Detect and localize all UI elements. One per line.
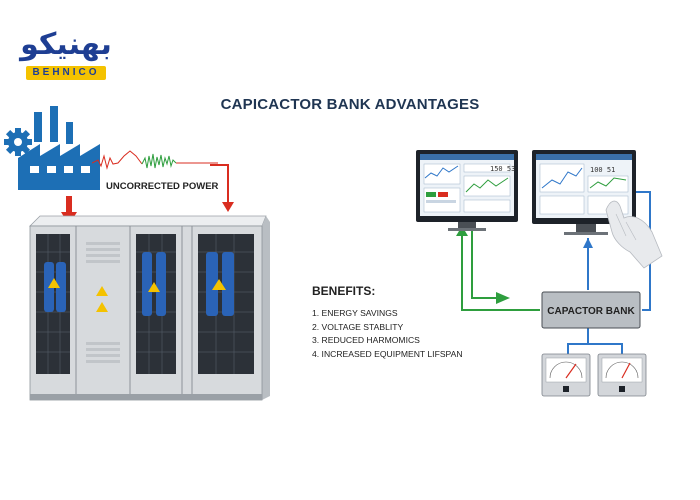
uncorrected-power-label: UNCORRECTED POWER bbox=[106, 181, 219, 192]
down-arrow-icon bbox=[222, 202, 234, 212]
right-arrow-icon bbox=[496, 292, 510, 304]
benefits-heading: BENEFITS: bbox=[312, 284, 376, 298]
green-signal-line bbox=[461, 228, 540, 311]
benefit-item: 2. VOLTAGE STABLITY bbox=[312, 321, 404, 332]
gloved-hand-icon bbox=[605, 200, 663, 269]
capacitor-bank-box: CAPACTOR BANK bbox=[541, 291, 641, 329]
benefits-block: BENEFITS: 1. ENERGY SAVINGS 2. VOLTAGE S… bbox=[312, 284, 492, 361]
capacitor-cabinet bbox=[29, 215, 270, 401]
benefit-item: 4. INCREASED EQUIPMENT LIFSPAN bbox=[312, 348, 463, 359]
logo-wordmark-persian: بهنیکو bbox=[20, 27, 112, 62]
up-arrow-icon bbox=[583, 238, 593, 248]
behnico-logo: بهنیکو BEHNICO bbox=[20, 28, 112, 82]
analog-meter-right bbox=[597, 353, 647, 397]
monitor-right-readout: 100 51 bbox=[590, 166, 615, 174]
benefit-item: 1. ENERGY SAVINGS bbox=[312, 308, 398, 318]
gear-icon bbox=[4, 128, 32, 156]
monitor-left-readout: 150 53 bbox=[490, 165, 515, 173]
logo-wordmark-english: BEHNICO bbox=[26, 66, 106, 80]
page-title: CAPICACTOR BANK ADVANTAGES bbox=[220, 96, 480, 113]
benefit-item: 3. REDUCED HARMOMICS bbox=[312, 335, 420, 345]
uncorrected-waveform bbox=[92, 150, 218, 170]
analog-meter-left bbox=[541, 353, 591, 397]
monitoring-schematic: 150 53 100 51 CAPACTOR BANK bbox=[416, 150, 663, 397]
capacitor-bank-label: CAPACTOR BANK bbox=[547, 306, 635, 317]
monitor-left: 150 53 bbox=[416, 150, 518, 231]
factory-icon bbox=[4, 106, 100, 190]
